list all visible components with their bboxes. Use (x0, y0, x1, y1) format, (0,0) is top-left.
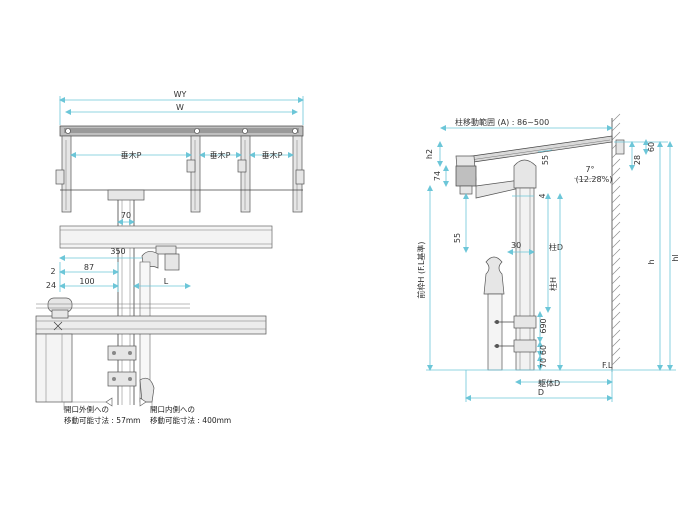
outer-move-note-line1: 開口外側への (64, 404, 109, 414)
column-h-label: 柱H (548, 277, 558, 291)
column-head (513, 159, 537, 189)
inner-move-note-line1: 開口内側への (150, 404, 195, 414)
wall-hatch-line (611, 158, 621, 168)
dim-690: 690 (539, 318, 548, 333)
floor-label: F.L (602, 361, 613, 370)
building-wall (611, 113, 621, 372)
front-gutter (455, 165, 477, 187)
wall-hatch-line (611, 212, 621, 222)
wall-hatch-line (611, 131, 621, 141)
dim-60-top: 60 (647, 142, 656, 152)
wall-hatch-line (611, 257, 621, 267)
wall-hatch-line (611, 329, 621, 339)
wy-label: WY (174, 90, 187, 99)
wall-hatch-line (611, 293, 621, 303)
wall-hatch-line (611, 122, 621, 132)
dim-30: 30 (511, 241, 521, 250)
wall-hatch-line (611, 176, 621, 186)
handrail (35, 297, 267, 403)
dim-70: 70 (121, 211, 131, 220)
wall-hatch-line (611, 284, 621, 294)
wall-hatch-line (611, 248, 621, 258)
inner-move-note-line2: 移動可能寸法 : 400mm (150, 415, 231, 425)
wall-hatch-line (611, 185, 621, 195)
wall-hatch-line (611, 338, 621, 348)
column-range-label: 柱移動範囲 (A) : 86~500 (455, 117, 549, 127)
body-d-label: 躯体D (538, 378, 560, 388)
wall-hatch-line (611, 302, 621, 312)
wall-hatch-line (611, 311, 621, 321)
dim-h2: h2 (425, 149, 434, 159)
dim-28: 28 (633, 155, 642, 165)
side-handrail (483, 256, 537, 371)
column-base-brackets (107, 345, 155, 403)
front-view: WY W 垂木P 垂木P (35, 90, 305, 425)
wall-hatch-line (611, 239, 621, 249)
column-top-bracket (107, 189, 145, 201)
dim-350: 350 (110, 247, 125, 256)
dim-70-low: 70 (539, 358, 548, 368)
dim-87: 87 (84, 263, 94, 272)
wall-hatch-line (611, 347, 621, 357)
rafter-posts (55, 135, 305, 213)
dim-100: 100 (79, 277, 94, 286)
wall-hatch-line (611, 113, 621, 123)
dim-hl: hl (671, 254, 680, 261)
rafter-pitch-label-1: 垂木P (121, 150, 142, 160)
dim-24: 24 (46, 281, 56, 290)
dim-74: 74 (433, 171, 442, 181)
slope-percent: (12.28%) (576, 175, 613, 184)
wall-hatch-line (611, 203, 621, 213)
column-d-label: 柱D (549, 242, 563, 252)
w-label: W (176, 103, 184, 112)
front-frame-height-label: 前枠H (F.L基準) (416, 241, 426, 298)
dim-55-low: 55 (453, 233, 462, 243)
rafter-pitch-label-2: 垂木P (210, 150, 231, 160)
slope-angle: 7° (585, 165, 594, 174)
wall-hatch-line (611, 320, 621, 330)
dim-60-low: 60 (539, 345, 548, 355)
outer-move-note-line2: 移動可能寸法 : 57mm (64, 415, 140, 425)
dim-h: h (647, 259, 656, 264)
wall-hatch-line (611, 275, 621, 285)
wall-lintel (59, 225, 273, 249)
wall-hatch-line (611, 266, 621, 276)
wall-hatch-line (611, 167, 621, 177)
wall-hatch-line (611, 230, 621, 240)
dim-4: 4 (538, 193, 547, 198)
arrow-outward-icon (105, 397, 113, 407)
side-view: 柱移動範囲 (A) : 86~500 55 (416, 113, 680, 402)
d-label: D (538, 388, 544, 397)
support-arm (475, 179, 521, 199)
rafter-pitch-label-3: 垂木P (262, 150, 283, 160)
arrow-inward-icon (139, 397, 147, 407)
wall-hatch-line (611, 356, 621, 366)
dim-2: 2 (50, 267, 55, 276)
dim-55-top: 55 (541, 155, 550, 165)
wall-hatch-line (611, 221, 621, 231)
wall-hatch-line (611, 194, 621, 204)
dim-l: L (164, 277, 169, 286)
